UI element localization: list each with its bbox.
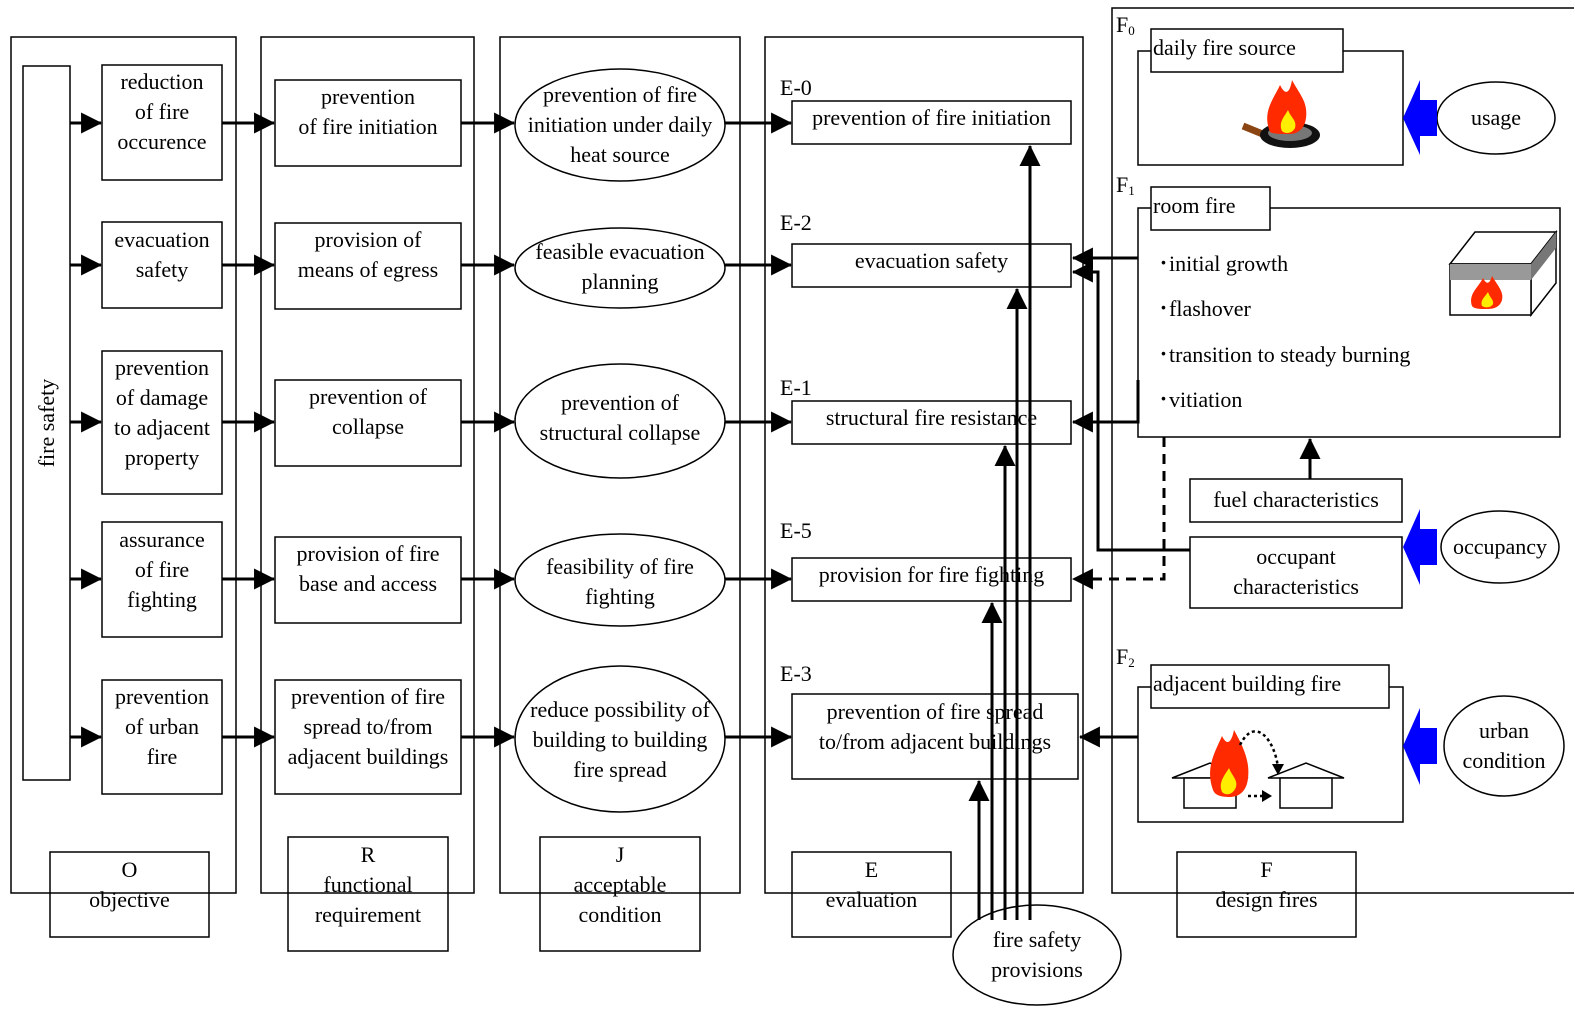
column-f-frame [1111, 7, 1574, 894]
f1-label: F1 [1116, 172, 1135, 199]
usage-ellipse: usage [1470, 105, 1522, 130]
f1-title: room fire [1153, 193, 1236, 218]
column-e-frame [764, 36, 1084, 894]
evaluation-box: structural fire resistance [825, 405, 1038, 430]
f2-label: F2 [1116, 644, 1135, 671]
requirement-box: prevention of fire initiation [298, 84, 438, 139]
f1-bullet: ･initial growth [1158, 251, 1289, 276]
requirement-box: prevention of fire spread to/from adjace… [287, 684, 449, 769]
f0-title: daily fire source [1153, 35, 1296, 60]
usage-input-arrow [1403, 80, 1420, 155]
evaluation-box: prevention of fire initiation [812, 105, 1051, 130]
f2-title: adjacent building fire [1153, 671, 1342, 696]
evaluation-code: E-2 [780, 210, 812, 235]
occupancy-ellipse: occupancy [1452, 534, 1548, 559]
f1-bullet: ･flashover [1158, 296, 1251, 321]
column-f-title: design fires [1215, 887, 1318, 912]
condition-ellipse: feasibility of fire fighting [546, 554, 694, 609]
f1-bullet: ･vitiation [1158, 387, 1243, 412]
adjacent-building-fire-icon [1171, 730, 1345, 809]
urban-condition-input-arrow [1403, 708, 1420, 785]
evaluation-code: E-0 [780, 75, 812, 100]
column-f-letter: F [1260, 857, 1273, 882]
urban-condition-ellipse: urban condition [1462, 718, 1546, 773]
objective-box: evacuation safety [114, 227, 210, 282]
f1-bullet: ･transition to steady burning [1158, 342, 1411, 367]
column-r-letter: R [360, 842, 376, 867]
column-j-frame [499, 36, 741, 894]
objective-box: prevention of urban fire [114, 684, 210, 769]
column-o-letter: O [121, 857, 138, 882]
column-e-title: evaluation [825, 887, 918, 912]
column-o-frame [10, 36, 237, 894]
condition-ellipse: prevention of fire initiation under dail… [527, 82, 713, 167]
requirement-box: provision of fire base and access [296, 541, 440, 596]
column-j-title: acceptable condition [573, 872, 667, 927]
f0-label: F0 [1116, 12, 1135, 39]
condition-ellipse: prevention of structural collapse [539, 390, 701, 445]
fuel-characteristics-box: fuel characteristics [1213, 487, 1379, 512]
condition-ellipse: feasible evacuation planning [535, 239, 705, 294]
occupant-characteristics-box: occupant characteristics [1233, 544, 1359, 599]
fire-safety-provisions: fire safety provisions [991, 927, 1083, 982]
condition-ellipse: reduce possibility of building to buildi… [530, 697, 710, 782]
column-r-frame [260, 36, 475, 894]
requirement-box: prevention of collapse [309, 384, 427, 439]
evaluation-box: prevention of fire spread to/from adjace… [818, 699, 1052, 754]
column-e-letter: E [864, 857, 879, 882]
evaluation-code: E-3 [780, 661, 812, 686]
evaluation-box: provision for fire fighting [818, 562, 1045, 587]
fire-safety-label: fire safety [34, 378, 59, 468]
column-r-title: functional requirement [314, 872, 422, 927]
evaluation-box: evacuation safety [854, 248, 1009, 273]
room-fire-icon [1448, 229, 1558, 318]
occupancy-input-arrow [1403, 509, 1420, 585]
objective-box: prevention of damage to adjacent propert… [114, 355, 210, 470]
column-o-title: objective [89, 887, 170, 912]
column-j-letter: J [615, 842, 625, 867]
objective-box: reduction of fire occurence [117, 69, 207, 154]
requirement-box: provision of means of egress [297, 227, 439, 282]
pan-fire-icon [1241, 80, 1320, 148]
evaluation-code: E-1 [780, 375, 812, 400]
objective-box: assurance of fire fighting [119, 527, 205, 612]
evaluation-code: E-5 [780, 518, 812, 543]
